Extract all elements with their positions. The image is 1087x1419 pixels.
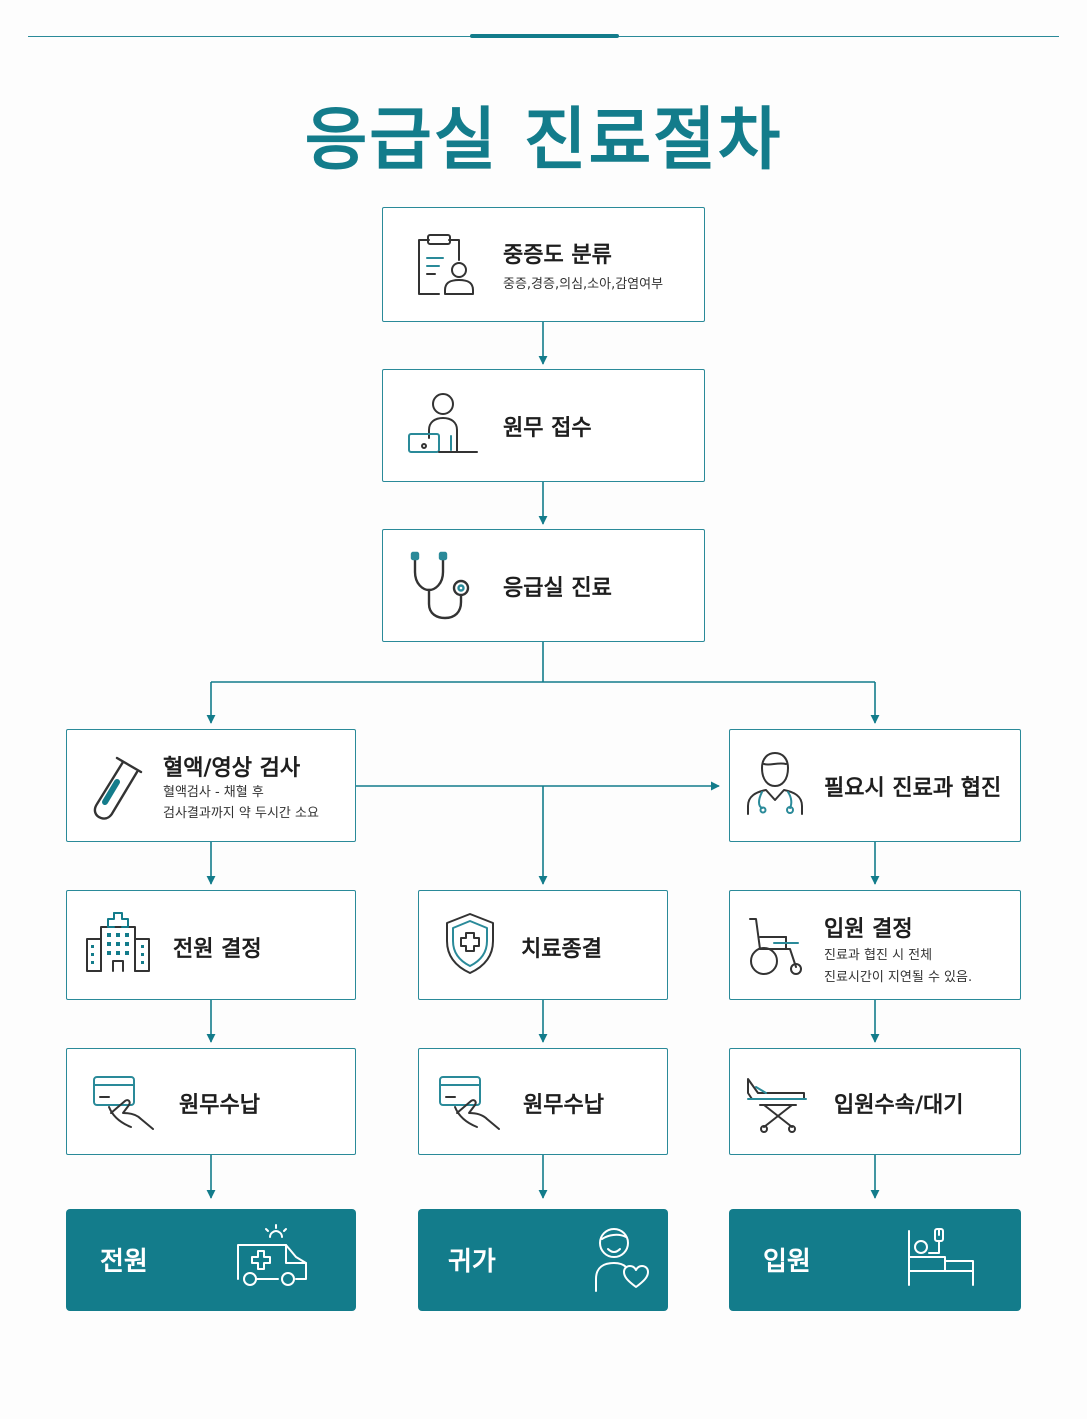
doctor-icon <box>747 752 803 815</box>
treatment-end-label: 치료종결 <box>521 937 602 962</box>
person-heart-icon <box>595 1228 649 1292</box>
step-transfer-decision: 전원 결정 <box>66 890 356 1000</box>
shield-cross-icon <box>446 913 494 974</box>
payment-left-label: 원무수납 <box>179 1093 260 1118</box>
admission-wait-label: 입원수속/대기 <box>834 1093 964 1118</box>
card-payment-icon <box>439 1076 500 1130</box>
step-treatment: 응급실 진료 <box>382 529 705 642</box>
clipboard-patient-icon <box>418 234 474 295</box>
step-admission-decision: 입원 결정 진료과 협진 시 전체 진료시간이 지연될 수 있음. <box>729 890 1021 1000</box>
admission-decision-sub-2: 진료시간이 지연될 수 있음. <box>824 970 973 985</box>
page-title: 응급실 진료절차 <box>304 101 783 180</box>
treatment-label: 응급실 진료 <box>503 576 612 601</box>
outcome-transfer-label: 전원 <box>100 1247 148 1277</box>
triage-sub: 중증,경증,의심,소아,감염여부 <box>503 277 664 292</box>
stethoscope-icon <box>410 551 470 620</box>
admission-decision-sub-1: 진료과 협진 시 전체 <box>824 948 933 963</box>
outcome-transfer: 전원 <box>66 1209 356 1311</box>
step-treatment-end: 치료종결 <box>418 890 668 1000</box>
card-payment-icon <box>93 1076 154 1130</box>
step-admission-wait: 입원수속/대기 <box>729 1048 1021 1155</box>
outcome-home-label: 귀가 <box>448 1247 496 1277</box>
tests-sub-2: 검사결과까지 약 두시간 소요 <box>163 806 319 821</box>
reception-label: 원무 접수 <box>503 416 592 441</box>
outcome-admission-label: 입원 <box>763 1247 811 1277</box>
step-consult: 필요시 진료과 협진 <box>729 729 1021 842</box>
step-tests: 혈액/영상 검사 혈액검사 - 채혈 후 검사결과까지 약 두시간 소요 <box>66 729 356 842</box>
hospital-building-icon <box>86 912 150 972</box>
hospital-bed-icon <box>908 1228 974 1286</box>
test-tube-icon <box>93 756 143 820</box>
consult-label: 필요시 진료과 협진 <box>824 776 1002 801</box>
transfer-decision-label: 전원 결정 <box>173 937 262 962</box>
step-reception: 원무 접수 <box>382 369 705 482</box>
step-payment-center: 원무수납 <box>418 1048 668 1155</box>
triage-label: 중증도 분류 <box>503 243 612 268</box>
stretcher-icon <box>747 1078 807 1133</box>
outcome-admission: 입원 <box>729 1209 1021 1311</box>
step-triage: 중증도 분류 중증,경증,의심,소아,감염여부 <box>382 207 705 322</box>
top-rule-accent <box>470 34 619 38</box>
reception-desk-icon <box>408 393 478 453</box>
tests-sub-1: 혈액검사 - 채혈 후 <box>163 785 264 800</box>
outcome-home: 귀가 <box>418 1209 668 1311</box>
payment-center-label: 원무수납 <box>523 1093 604 1118</box>
admission-decision-label: 입원 결정 <box>824 917 913 942</box>
ambulance-icon <box>237 1224 307 1286</box>
wheelchair-icon <box>749 918 802 975</box>
step-payment-left: 원무수납 <box>66 1048 356 1155</box>
tests-label: 혈액/영상 검사 <box>163 756 301 781</box>
